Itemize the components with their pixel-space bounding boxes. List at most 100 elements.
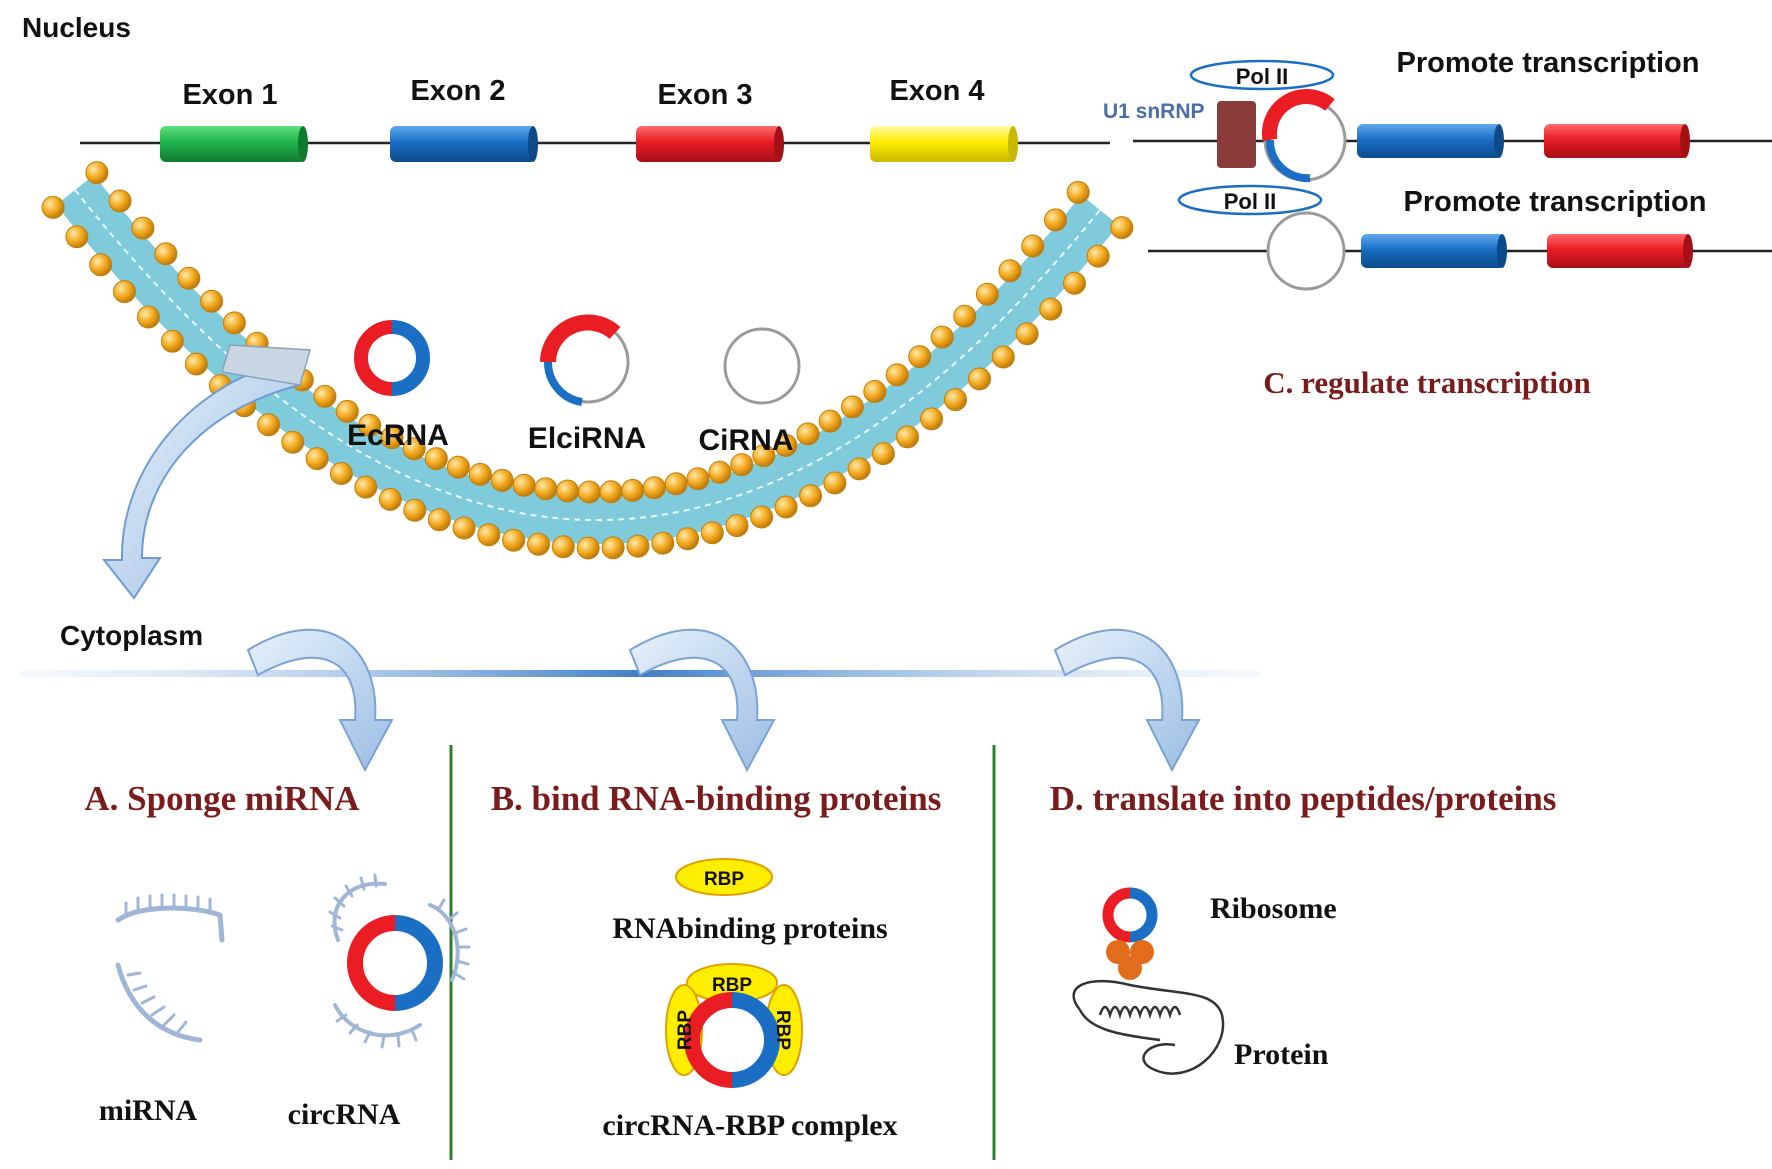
complex-rbp-right: RBP — [772, 1010, 793, 1050]
u1-snrnp-label: U1 snRNP — [1103, 100, 1205, 123]
lipid-head-bead — [177, 266, 201, 290]
circrna-label: circRNA — [288, 1098, 401, 1131]
elcirna-transcription-circle — [1261, 89, 1347, 183]
arrow-to-section-b — [628, 628, 776, 773]
lipid-head-bead — [257, 413, 281, 437]
lipid-head-bead — [818, 409, 842, 433]
pol-ii-top — [1189, 59, 1335, 91]
rbp-label: RBP — [704, 869, 744, 890]
lipid-head-bead — [676, 527, 700, 551]
lipid-head-bead — [313, 384, 337, 408]
lipid-head-bead — [108, 189, 132, 213]
lipid-head-bead — [512, 473, 536, 497]
lipid-head-bead — [968, 367, 991, 391]
lipid-head-bead — [1063, 271, 1086, 295]
lipid-head-bead — [402, 437, 426, 461]
ecrna-circle — [354, 320, 430, 396]
lipid-head-bead — [329, 462, 353, 485]
lipid-head-bead — [752, 444, 776, 468]
protein-icon — [1072, 979, 1225, 1075]
promote-transcription-bottom: Promote transcription — [1404, 186, 1707, 218]
lipid-head-bead — [403, 498, 427, 522]
lipid-head-bead — [664, 472, 688, 496]
section-d-title: D. translate into peptides/proteins — [1050, 779, 1557, 818]
section-b-title: B. bind RNA-binding proteins — [491, 779, 942, 818]
lipid-head-bead — [1021, 234, 1045, 258]
exon-blue-top — [1357, 124, 1504, 158]
lipid-head-bead — [424, 447, 448, 471]
exon-2-label: Exon 2 — [410, 75, 505, 107]
lipid-head-bead — [577, 480, 601, 504]
lipid-head-bead — [991, 345, 1015, 369]
cytoplasm-label: Cytoplasm — [60, 620, 203, 651]
pol-ii-top-label: Pol II — [1236, 64, 1289, 89]
exon-2 — [390, 126, 538, 162]
lipid-head-bead — [41, 195, 65, 219]
exon-4 — [870, 126, 1018, 162]
mirna-illustration — [115, 893, 225, 1043]
lipid-head-bead — [380, 426, 404, 450]
lipid-head-bead — [930, 325, 954, 349]
lipid-head-bead — [774, 433, 798, 457]
exon-3 — [636, 126, 784, 162]
pol-ii-bottom-label: Pol II — [1224, 189, 1277, 214]
lipid-head-bead — [871, 442, 895, 466]
lipid-head-bead — [601, 536, 625, 560]
lipid-head-bead — [920, 407, 944, 431]
lipid-head-bead — [642, 476, 666, 500]
exon-1 — [160, 126, 308, 162]
mirna-label: miRNA — [99, 1094, 198, 1127]
lipid-head-bead — [335, 399, 359, 423]
lipid-head-bead — [885, 363, 909, 387]
lipid-head-bead — [468, 462, 492, 486]
circrna-sponge-illustration — [328, 873, 471, 1049]
lipid-head-bead — [354, 475, 378, 499]
lipid-head-bead — [621, 478, 645, 502]
exon-3-label: Exon 3 — [657, 79, 752, 111]
lipid-head-bead — [556, 479, 580, 503]
lipid-head-bead — [446, 455, 470, 479]
lipid-head-bead — [113, 280, 136, 304]
exon-blue-bottom — [1361, 234, 1507, 268]
promote-transcription-top: Promote transcription — [1397, 47, 1700, 79]
elcirna-circle — [540, 314, 630, 406]
lipid-head-bead — [131, 216, 155, 240]
lipid-head-bead — [823, 471, 847, 495]
lipid-head-bead — [725, 514, 749, 538]
lipid-head-bead — [730, 453, 754, 477]
lipid-head-bead — [1015, 322, 1039, 346]
lipid-head-bead — [599, 480, 623, 504]
lipid-head-bead — [154, 242, 178, 266]
cirna-transcription-circle — [1266, 211, 1346, 291]
lipid-head-bead — [184, 352, 208, 376]
lipid-head-bead — [358, 413, 382, 437]
lipid-head-bead — [796, 422, 820, 446]
rbp-caption: RNAbinding proteins — [612, 912, 887, 945]
lipid-head-bead — [651, 531, 675, 555]
lipid-head-bead — [799, 484, 823, 508]
lipid-head-bead — [160, 329, 184, 353]
lipid-head-bead — [708, 460, 732, 484]
lipid-head-bead — [944, 388, 967, 412]
complex-caption: circRNA-RBP complex — [602, 1109, 897, 1142]
lipid-head-bead — [774, 495, 798, 519]
nucleus-label: Nucleus — [22, 12, 131, 43]
lipid-head-bead — [975, 282, 999, 306]
lipid-head-bead — [378, 487, 402, 511]
lipid-head-bead — [700, 521, 724, 545]
lipid-head-bead — [551, 535, 575, 559]
lipid-head-bead — [427, 508, 451, 532]
lipid-bilayer-membrane — [41, 161, 1134, 560]
ribosome-icon — [1102, 887, 1158, 980]
lipid-head-bead — [534, 477, 558, 501]
arrow-to-section-a — [246, 628, 394, 773]
lipid-head-bead — [136, 305, 160, 329]
rbp-oval — [675, 858, 773, 896]
lipid-head-bead — [1110, 216, 1134, 240]
exon-1-label: Exon 1 — [182, 79, 277, 111]
lipid-head-bead — [200, 289, 224, 313]
section-c-title: C. regulate transcription — [1263, 365, 1590, 400]
lipid-head-bead — [527, 532, 550, 556]
export-arrow-tail — [221, 344, 311, 386]
